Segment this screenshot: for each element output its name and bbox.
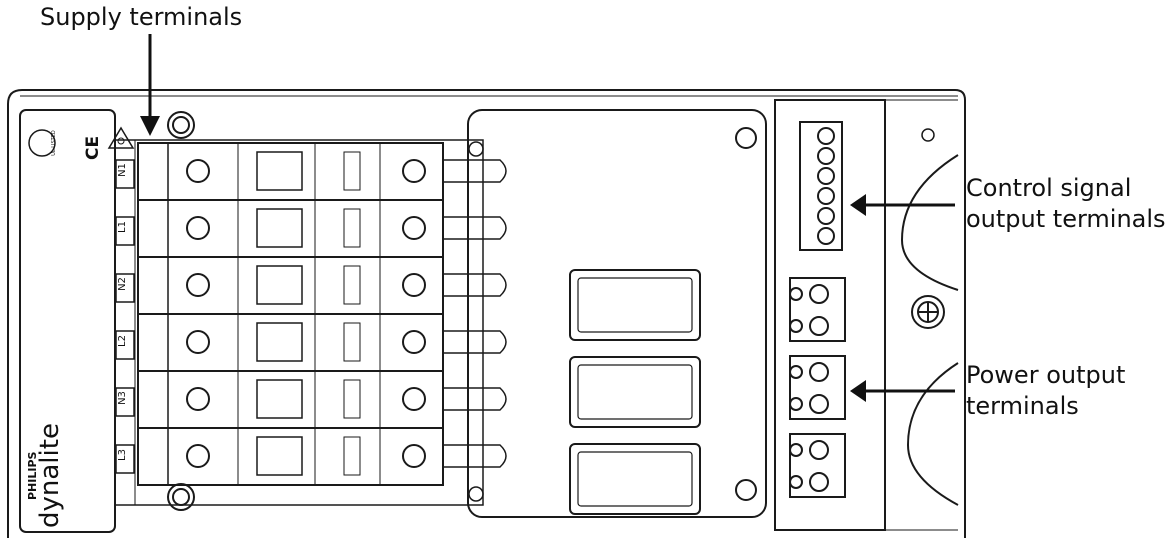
ul-mark-text: UL LISTED — [51, 130, 57, 156]
ce-mark: CE — [83, 136, 103, 160]
terminal-label: L3 — [117, 449, 128, 461]
power-output-callout: Power output terminals — [966, 360, 1125, 422]
power-arrowhead — [850, 380, 866, 402]
breaker-row — [115, 370, 444, 429]
din-rail — [114, 139, 484, 506]
control-signal-label-line1: Control signal — [966, 174, 1132, 202]
control-signal-callout: Control signal output terminals — [966, 173, 1166, 235]
supply-arrowhead — [140, 116, 160, 136]
terminal-label: L2 — [117, 335, 128, 347]
plate-hole-top — [735, 127, 757, 149]
terminal-label: N2 — [117, 277, 128, 291]
supply-terminals-callout: Supply terminals — [40, 2, 242, 33]
brand-name: PHILIPS — [26, 451, 39, 500]
wire-lead-end — [468, 141, 484, 157]
terminal-bay — [774, 99, 886, 531]
power-output-label-line2: terminals — [966, 392, 1079, 420]
supply-terminals-label: Supply terminals — [40, 3, 243, 31]
power-output-label-line1: Power output — [966, 361, 1126, 389]
terminal-label: L1 — [117, 221, 128, 233]
ul-mark — [28, 129, 56, 157]
wire-leads — [443, 159, 507, 468]
control-arrowhead — [850, 194, 866, 216]
breaker-row — [115, 199, 444, 258]
warning-triangle-icon — [107, 126, 135, 149]
terminal-label: N1 — [117, 163, 128, 177]
mounting-plate — [467, 109, 767, 518]
breaker-row — [115, 313, 444, 372]
power-output-terminal-block — [789, 355, 846, 420]
plate-hole-bottom — [735, 479, 757, 501]
terminal-label: N3 — [117, 391, 128, 405]
brand-logo: dynalite — [35, 423, 65, 528]
vent-slot — [569, 356, 701, 428]
earth-screw-icon — [911, 295, 945, 329]
control-signal-label-line2: output terminals — [966, 205, 1166, 233]
breaker-row — [115, 427, 444, 486]
enclosure-outline — [7, 89, 966, 538]
cover-cutout-lower — [906, 362, 959, 506]
mounting-screw-top — [167, 111, 195, 139]
breaker-row — [115, 256, 444, 315]
power-output-terminal-block — [789, 433, 846, 498]
vent-slot — [569, 269, 701, 341]
cover-cutout-upper — [900, 154, 959, 291]
breaker-row — [115, 142, 444, 201]
vent-slot — [569, 443, 701, 515]
mounting-screw-bottom — [167, 483, 195, 511]
cover-hole — [921, 128, 935, 142]
wire-lead-end — [468, 486, 484, 502]
control-signal-terminal-block — [799, 121, 843, 251]
power-output-terminal-block — [789, 277, 846, 342]
